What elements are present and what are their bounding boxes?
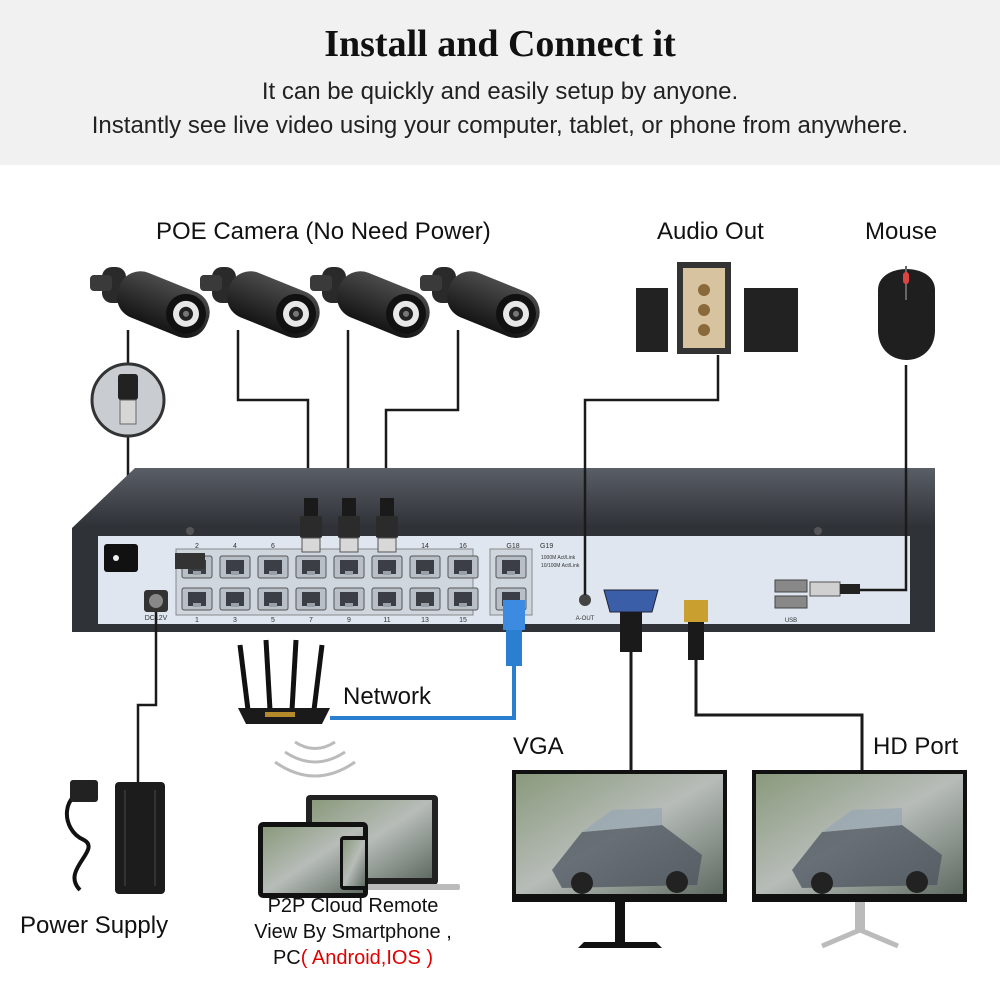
audio-out-label: Audio Out — [657, 218, 764, 245]
p2p-pc: PC — [272, 947, 301, 969]
page-title: Install and Connect it — [324, 23, 676, 65]
p2p-os: ( Android,IOS ) — [300, 947, 434, 969]
subtitle-line-1: It can be quickly and easily setup by an… — [261, 78, 739, 105]
uplink-label-2: G19 — [540, 543, 553, 550]
port-num-top: 6 — [271, 543, 275, 550]
poe-camera-1 — [90, 264, 217, 345]
port-num-bottom: 1 — [195, 617, 199, 624]
led-legend-1: 1000M Act/Link — [541, 555, 576, 561]
power-switch[interactable] — [104, 544, 138, 572]
mouse — [878, 266, 935, 360]
port-num-bottom: 5 — [271, 617, 275, 624]
port-num-top: 16 — [459, 543, 467, 550]
audio-cable — [583, 355, 720, 595]
header-band — [0, 0, 1000, 165]
aout-label: A-OUT — [576, 616, 595, 622]
rj45-closeup — [90, 362, 166, 438]
power-supply-label: Power Supply — [20, 912, 169, 939]
p2p-caption: P2P Cloud Remote View By Smartphone , PC… — [228, 893, 478, 971]
p2p-line-3: PC( Android,IOS ) — [228, 945, 478, 971]
p2p-line-2: View By Smartphone , — [254, 921, 452, 943]
port-num-bottom: 7 — [309, 617, 313, 624]
power-cable — [136, 612, 158, 782]
mobile-devices — [258, 795, 460, 898]
usb-plug — [809, 581, 841, 597]
power-adapter — [65, 780, 165, 894]
hd-port-label: HD Port — [873, 733, 959, 760]
vga-port — [603, 589, 659, 613]
poe-camera-2 — [200, 264, 327, 345]
monitor-hd — [752, 770, 967, 949]
port-num-bottom: 3 — [233, 617, 237, 624]
poe-ports — [175, 548, 479, 616]
port-num-bottom: 11 — [383, 617, 390, 624]
wifi-router — [237, 639, 330, 724]
speaker-set — [636, 262, 798, 354]
vga-cable — [620, 612, 642, 770]
wifi-waves — [274, 740, 356, 778]
port-num-top: 14 — [421, 543, 429, 550]
hdmi-cable — [684, 600, 864, 770]
audio-out-jack — [579, 594, 591, 606]
port-num-bottom: 13 — [421, 617, 429, 624]
led-legend-2: 10/100M Act/Link — [541, 563, 580, 569]
plugged-connectors — [175, 497, 399, 569]
monitor-vga — [512, 770, 727, 948]
port-num-bottom: 9 — [347, 617, 351, 624]
nvr-top — [72, 468, 935, 528]
network-cable — [330, 600, 525, 720]
port-num-bottom: 15 — [459, 617, 467, 624]
usb-port-2 — [774, 595, 808, 609]
poe-camera-4 — [420, 264, 547, 345]
poe-camera-label: POE Camera (No Need Power) — [156, 218, 491, 245]
mouse-label: Mouse — [865, 218, 938, 245]
vga-label: VGA — [513, 733, 564, 760]
poe-camera-3 — [310, 264, 437, 345]
port-num-top: 2 — [195, 543, 199, 550]
network-label: Network — [343, 683, 432, 710]
usb-label: USB — [785, 618, 797, 624]
uplink-label: G18 — [506, 543, 519, 550]
p2p-line-1: P2P Cloud Remote — [267, 895, 439, 917]
subtitle-line-2: Instantly see live video using your comp… — [91, 112, 909, 139]
port-num-top: 4 — [233, 543, 237, 550]
mouse-cable — [860, 365, 908, 592]
usb-port-1 — [774, 579, 808, 593]
